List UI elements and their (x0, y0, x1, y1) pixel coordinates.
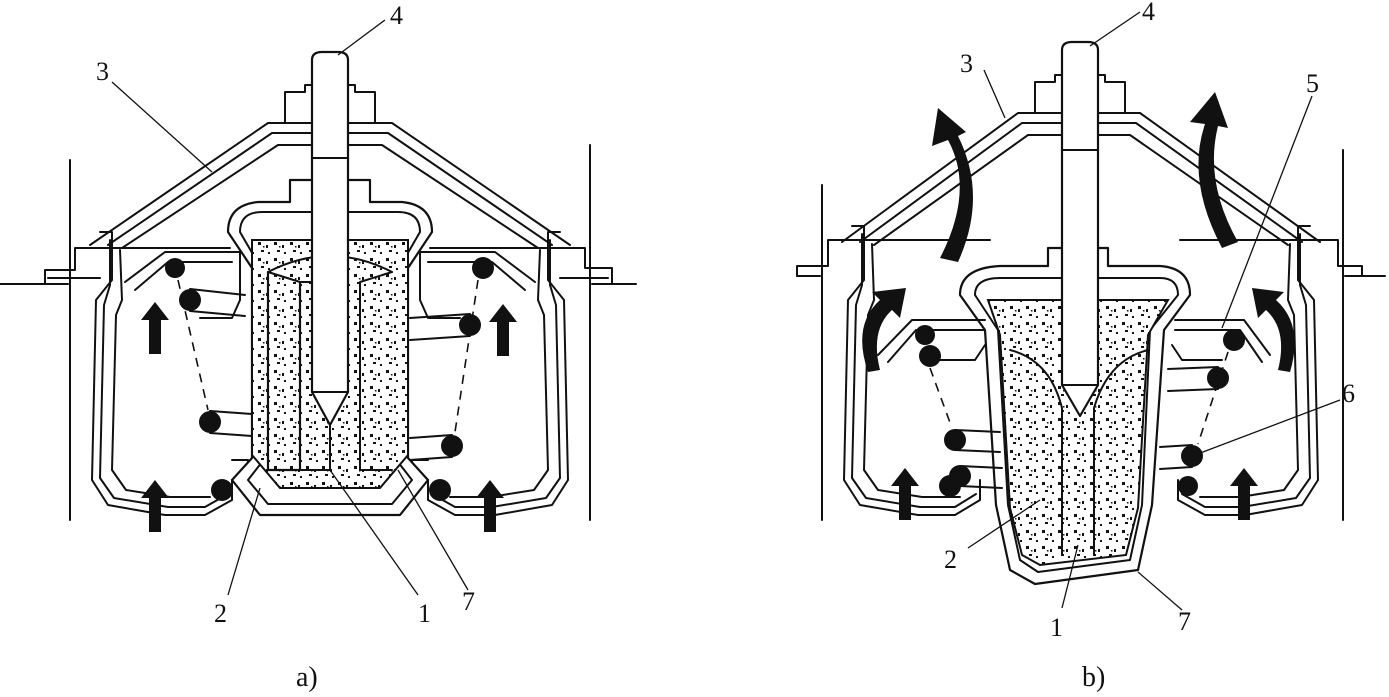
main-spring (915, 325, 1245, 497)
push-rod (1060, 40, 1100, 418)
label-3: 3 (960, 49, 973, 78)
thermostat-open-diagram: 4 3 5 6 2 1 7 b) (796, 0, 1386, 693)
label-3: 3 (96, 57, 109, 86)
label-4: 4 (1142, 0, 1155, 26)
rubber-sleeve (266, 270, 302, 472)
label-2: 2 (214, 599, 227, 628)
caption-b: b) (1082, 662, 1105, 692)
wax-body (986, 299, 1170, 567)
main-spring (165, 257, 494, 501)
label-7: 7 (1178, 607, 1191, 636)
label-5: 5 (1306, 69, 1319, 98)
label-1: 1 (1050, 613, 1063, 642)
housing-walls (0, 144, 637, 521)
label-1: 1 (418, 599, 431, 628)
label-2: 2 (944, 545, 957, 574)
thermostat-closed-diagram: 4 3 2 1 7 a) (0, 1, 637, 693)
label-4: 4 (390, 1, 403, 30)
valve-plate (877, 319, 1271, 363)
label-6: 6 (1342, 379, 1355, 408)
push-rod (310, 50, 350, 427)
label-7: 7 (462, 587, 475, 616)
callout-leaders (111, 19, 469, 596)
caption-a: a) (296, 662, 318, 692)
coolant-flow-arrows (862, 92, 1295, 520)
callout-leaders (967, 11, 1341, 611)
